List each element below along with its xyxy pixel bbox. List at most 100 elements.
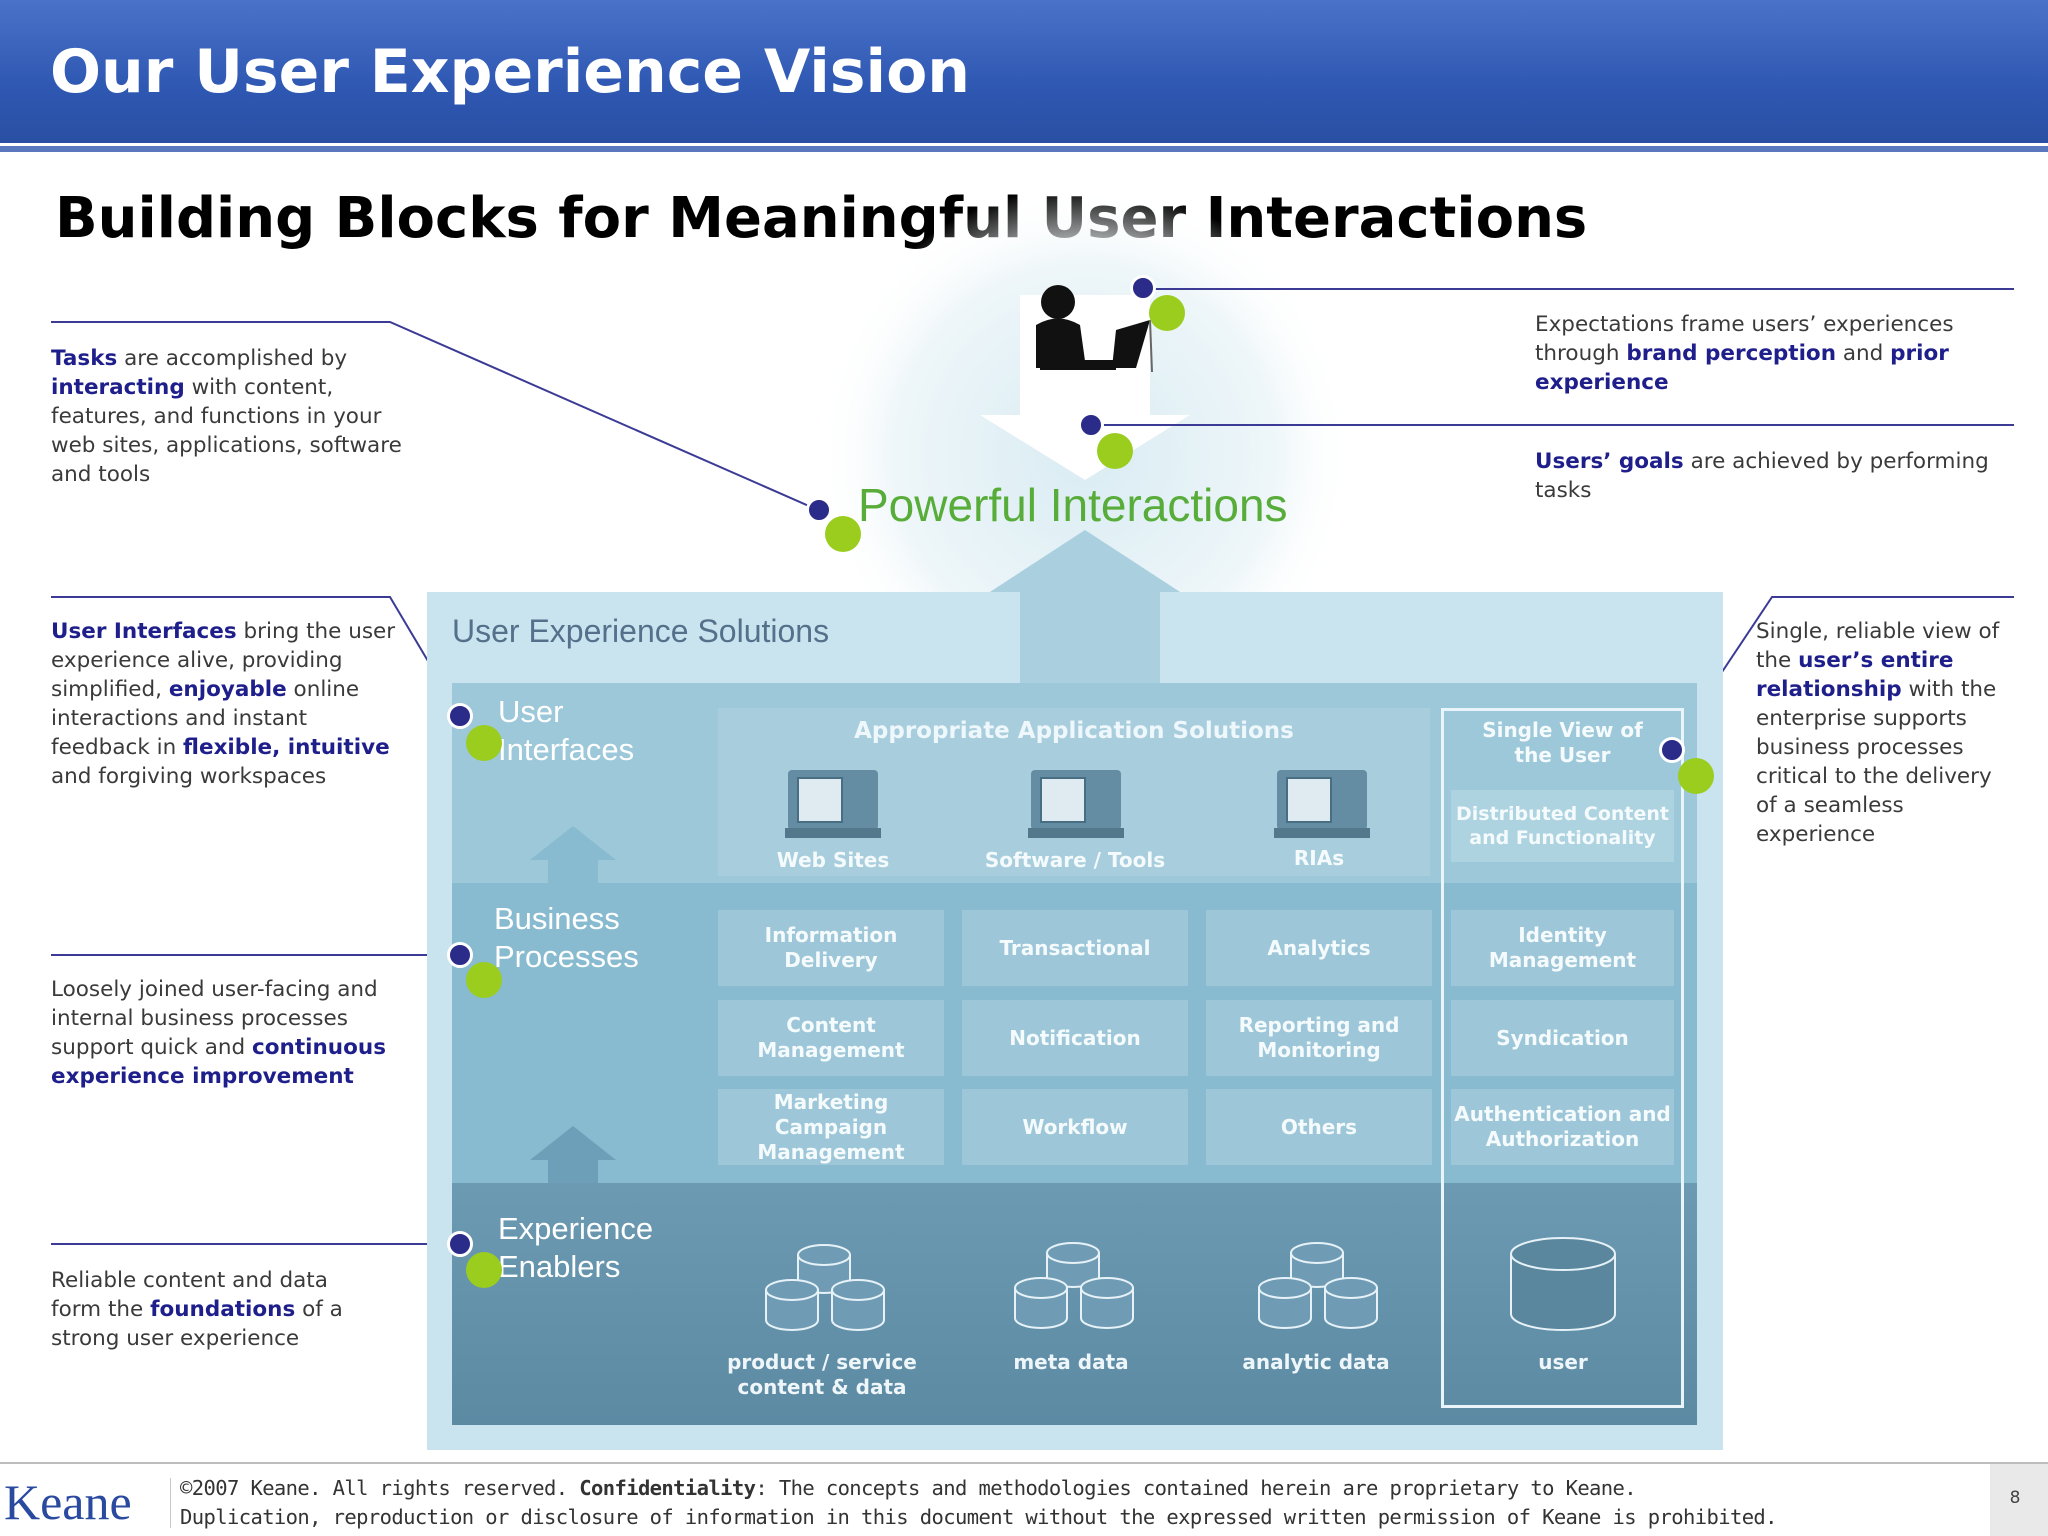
marker-navy-dot [1130,275,1156,301]
service-notification: Notification [962,1000,1188,1076]
callout-text: and [1836,341,1891,366]
ux-solutions-title: User Experience Solutions [452,613,830,649]
single-view-title: Single View of the User [1482,718,1643,767]
service-identity-management: Identity Management [1451,910,1674,986]
application-solutions-row [718,708,1430,876]
marker-navy-dot [447,942,473,968]
application-solutions-title: Appropriate Application Solutions [854,718,1294,744]
marker-green-dot [466,1252,502,1288]
layer-label-line: Enablers [498,1249,621,1284]
up-arrow-ui [530,826,616,883]
layer-label-line: User [498,694,564,729]
marker-green-dot [825,516,861,552]
service-analytics: Analytics [1206,910,1432,986]
callout-text: are accomplished by [117,346,348,371]
callout-emphasis: foundations [150,1297,296,1322]
callout-emphasis: continuous experience improvement [51,1035,386,1089]
marker-navy-dot [447,1231,473,1257]
app-label-software-tools: Software / Tools [984,848,1166,872]
data-label-meta: meta data [1013,1350,1129,1374]
callout-text: and forgiving workspaces [51,764,327,789]
marker-navy-dot [447,703,473,729]
marker-green-dot [1097,433,1133,469]
callout-emphasis: prior experience [1535,341,1949,395]
marker-green-dot [466,962,502,998]
layer-label-line: Processes [494,939,639,974]
footer-line-1: ©2007 Keane. All rights reserved. Confid… [180,1474,1777,1503]
callout-text: with content, features, and functions in… [51,375,402,487]
footer-text: ©2007 Keane. All rights reserved. [180,1476,580,1500]
callout-text: Single, reliable view of the [1756,619,2000,673]
callout-text: are achieved by performing tasks [1535,449,1989,503]
rias-computer-icon [1274,770,1370,838]
callout-expectations: Expectations frame users’ experiences th… [1535,310,2005,397]
web-sites-computer-icon [785,770,881,838]
service-information-delivery: Information Delivery [718,910,944,986]
callout-text: of a strong user experience [51,1297,343,1351]
marker-green-dot [1149,295,1185,331]
up-arrow-main-stem [990,530,1180,683]
user-at-computer-icon [1036,285,1153,373]
layer-label-business-processes: Business Processes [494,900,639,976]
service-reporting-monitoring: Reporting and Monitoring [1206,1000,1432,1076]
service-transactional: Transactional [962,910,1188,986]
app-label-rias: RIAs [1293,846,1345,870]
single-view-frame [1441,708,1684,1408]
data-label-product-service: product / service content & data [727,1350,917,1399]
header-rule [0,143,2048,152]
callout-emphasis: flexible, intuitive [183,735,390,760]
layer-label-line: Experience [498,1211,654,1246]
app-label-web-sites: Web Sites [776,848,890,872]
powerful-interactions-label: Powerful Interactions [858,479,1288,531]
footer-confidentiality: Confidentiality [579,1476,756,1500]
service-others: Others [1206,1089,1432,1165]
database-icon-analytic-top [1258,1242,1378,1329]
layer-label-experience-enablers: Experience Enablers [498,1210,653,1286]
page-number: 8 [2009,1488,2021,1508]
logo-separator [170,1478,171,1528]
footer-rule [0,1462,2048,1464]
callout-user-interfaces: User Interfaces bring the user experienc… [51,617,396,791]
callout-emphasis: user’s entire relationship [1756,648,1954,702]
business-processes-band [452,883,1697,1183]
data-label-user: user [1538,1350,1588,1374]
distributed-content-box: Distributed Content and Functionality [1451,790,1674,862]
callout-emphasis: interacting [51,375,185,400]
service-authentication: Authentication and Authorization [1451,1089,1674,1165]
data-label-analytic: analytic data [1242,1350,1390,1374]
footer-notice: ©2007 Keane. All rights reserved. Confid… [180,1474,1778,1532]
callout-emphasis: Tasks [51,346,118,371]
callout-emphasis: Users’ goals [1535,449,1684,474]
layer-label-line: Interfaces [498,732,635,767]
software-tools-computer-icon [1028,770,1124,838]
footer-line-2: Duplication, reproduction or disclosure … [180,1505,1778,1529]
callout-experience-enablers: Reliable content and data form the found… [51,1266,371,1353]
layer-label-line: Business [494,901,620,936]
footer-text: : The concepts and methodologies contain… [755,1476,1637,1500]
service-marketing-campaign: Marketing Campaign Management [718,1089,944,1165]
callout-text: Expectations frame users’ experiences th… [1535,312,1954,366]
callout-text: bring the user experience alive, providi… [51,619,396,702]
marker-green-dot [466,725,502,761]
marker-navy-dot [806,497,832,523]
marker-navy-dot [1078,412,1104,438]
service-content-management: Content Management [718,1000,944,1076]
service-workflow: Workflow [962,1089,1188,1165]
database-icon-meta-top [1014,1242,1134,1329]
up-arrow-bp [530,1126,616,1183]
callout-emphasis: enjoyable [168,677,287,702]
database-icon-product-top [765,1244,885,1331]
callout-text: with the enterprise supports business pr… [1756,677,1997,847]
callout-emphasis: User Interfaces [51,619,237,644]
keane-logo: Keane [4,1474,132,1530]
callout-users-goals: Users’ goals are achieved by performing … [1535,447,2025,505]
header-bar [0,0,2048,143]
page-number-box [1990,1464,2048,1536]
callout-text: online interactions and instant feedback… [51,677,360,760]
callout-text: Loosely joined user-facing and internal … [51,977,378,1060]
slide-subtitle: Building Blocks for Meaningful User Inte… [55,186,1588,251]
connector-tasks [51,321,819,511]
marker-green-dot [1678,758,1714,794]
slide-title: Our User Experience Vision [50,37,971,107]
